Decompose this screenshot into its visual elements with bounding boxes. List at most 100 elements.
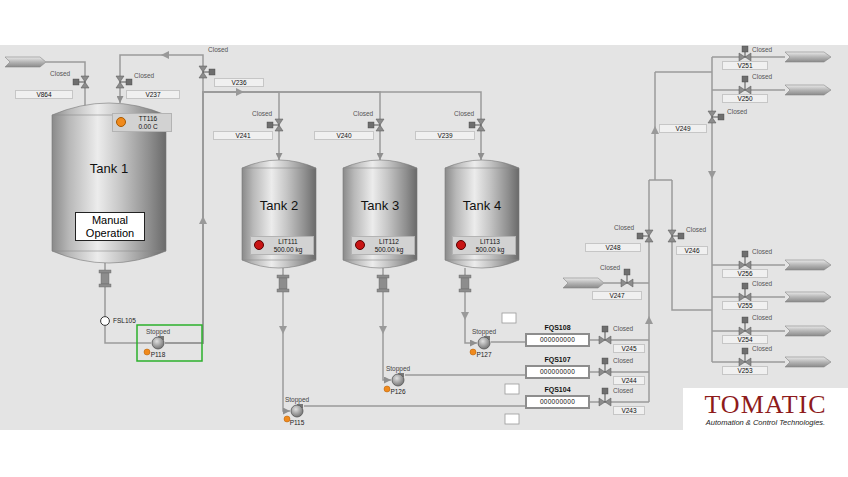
fitting [99,284,111,287]
fitting [279,278,287,289]
flow-arrow [461,312,469,320]
valve-symbol [739,283,751,301]
pipe [46,62,85,107]
tank-name: Tank 4 [445,198,519,213]
valve-symbol [739,46,751,61]
valve-state: Closed [752,73,772,80]
pump-symbol: StoppedP115 [290,404,304,418]
pipe-connector [405,374,525,376]
manual-icon [284,416,290,422]
flow-arrow [161,51,169,59]
level-display: LIT111500.00 kg [250,236,314,255]
tag-name: FQS104 [544,386,570,394]
pipe [711,57,713,362]
valve-tag: V247 [592,291,642,300]
valve-actuator [742,283,748,289]
manual-icon [144,349,150,355]
valve-state: Closed [613,387,633,394]
pump-icon [290,404,304,418]
valve-tag: V244 [613,376,645,385]
tag-name: FQS107 [544,356,570,364]
valve-state: Closed [727,108,747,115]
valve-tag: V245 [613,344,645,353]
pipe-connector [491,341,525,343]
level-value: 500.00 kg [468,246,512,254]
valve-tag: V254 [722,335,768,344]
valve-body [116,76,124,88]
fitting [101,273,109,284]
valve-symbol [668,230,684,242]
switch-icon [100,316,110,326]
pipe-connector [105,326,151,343]
level-display: LIT112500.00 kg [351,236,415,255]
logo-wordmark: TOMATIC [704,391,826,418]
valve-actuator [678,233,684,239]
valve-actuator [209,69,215,75]
valve-body [599,336,611,344]
status-lamp [117,118,126,127]
outlet-arrow [785,357,831,367]
valve-actuator [602,326,608,332]
flow-arrows [161,51,716,334]
valve-actuator [469,122,475,128]
tank-seam [242,168,316,260]
status-lamp [255,241,264,250]
valve-tag: V256 [722,269,768,278]
mode-box: Manual Operation [75,212,145,241]
fitting [461,278,469,289]
valve-actuator [624,269,630,275]
valve-actuator [742,251,748,257]
valve-state: Closed [752,345,772,352]
pump-symbol: StoppedP127 [477,336,491,350]
status-lamp [457,241,466,250]
valve-actuator [637,233,643,239]
tag-name: LIT113 [468,238,512,246]
valve-tag: V248 [585,243,641,252]
valve-tag: V237 [126,90,180,99]
valve-tag: V240 [314,131,374,140]
valve-state: Closed [600,264,620,271]
valve-symbol [267,119,283,131]
small-button [505,384,519,394]
valve-tag: V253 [722,366,768,375]
fitting [277,289,289,292]
counter-value: 000000000 [540,336,575,344]
valve-state: Closed [613,357,633,364]
outlet-arrow [785,292,831,302]
status-icon [115,116,127,128]
valve-actuator [602,388,608,394]
tag-name: P127 [476,351,491,358]
pump-state: Stopped [472,328,496,335]
valve-state: Closed [208,46,228,53]
pump-state: Stopped [146,328,170,335]
flow-totalizer: FQS107000000000 [525,365,590,379]
tag-name: FSL105 [113,317,136,325]
valve-body [739,327,751,335]
pump-casing [291,405,303,417]
valve-state: Closed [454,110,474,117]
logo-tagline: Automation & Control Technologies. [706,418,825,427]
tank-vessel: Tank 1TT1160.00 CManual Operation [52,103,166,263]
pipe-connector [165,92,481,343]
flow-arrow [199,216,207,224]
valve-tag: V246 [676,246,708,255]
flow-switch: FSL105 [100,316,110,326]
valve-actuator [742,317,748,323]
valve-state: Closed [686,226,706,233]
pipe-terminals [5,52,831,367]
valve-actuator [742,76,748,82]
tank-seam [52,115,166,251]
tag-name: LIT112 [367,238,411,246]
pump-state: Stopped [285,396,309,403]
pipe-connector [304,405,525,407]
valve-body [739,53,751,61]
valve-symbol [739,348,751,366]
flow-arrow [279,326,287,334]
pump-icon [151,336,165,350]
pipe [712,57,785,362]
process-pipes [46,57,785,402]
flow-totalizer: FQS104000000000 [525,395,590,409]
valve-symbol [599,358,611,376]
valve-state: Closed [252,110,272,117]
fitting [459,275,471,278]
